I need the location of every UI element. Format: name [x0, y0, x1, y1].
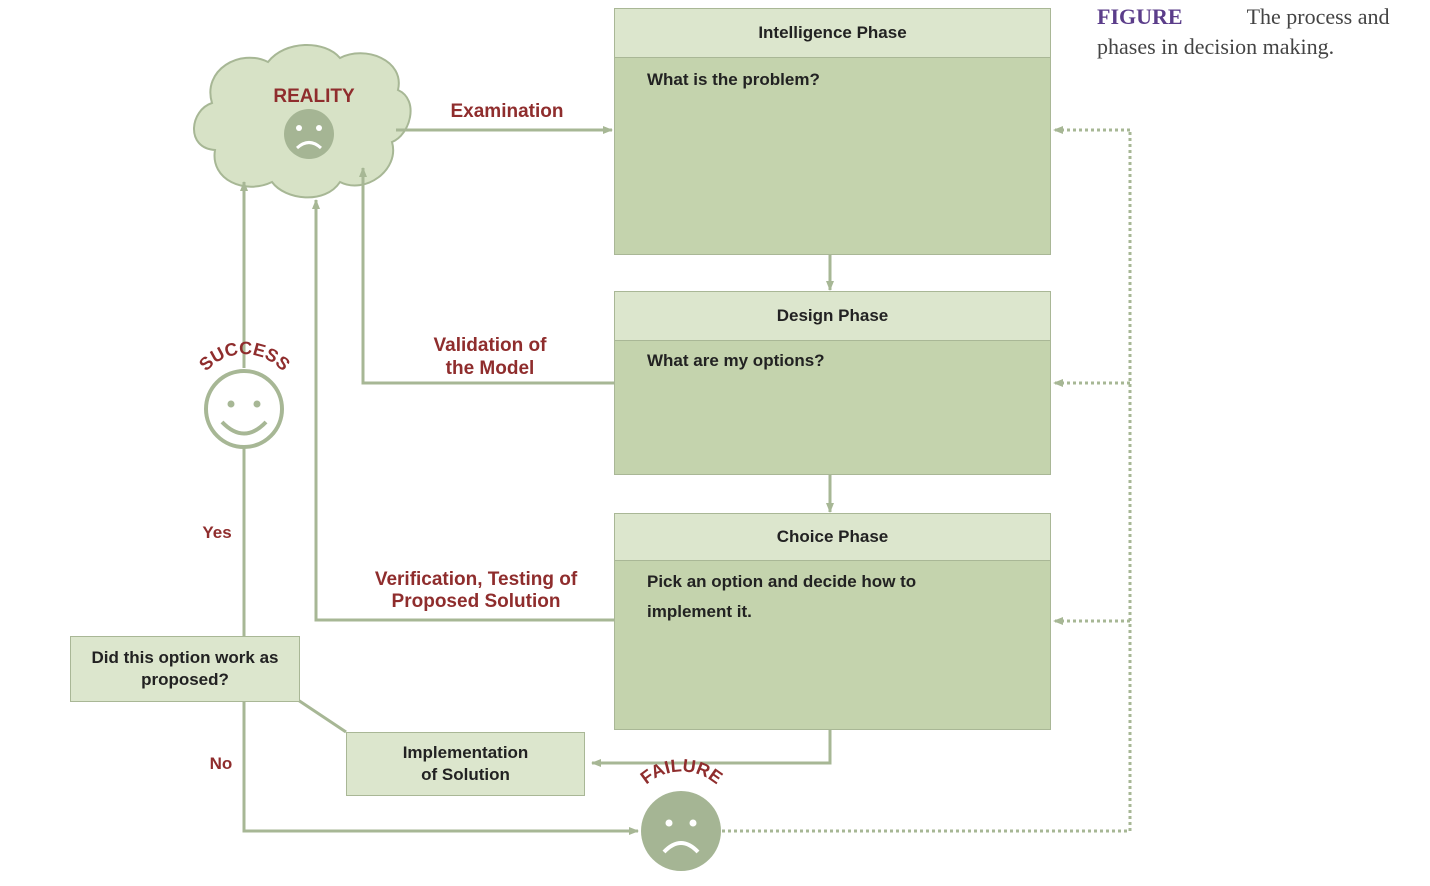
validation-arrow — [359, 167, 614, 385]
figure-label: FIGURE — [1097, 4, 1183, 29]
verification-arrow — [312, 199, 614, 622]
validation-label-line1: Validation of — [433, 335, 547, 356]
caption-text: The process and phases in decision makin… — [1097, 4, 1390, 59]
sad-face-icon — [284, 109, 334, 159]
choice-phase-question: Pick an option and decide how to impleme… — [647, 572, 917, 621]
choice-phase-title: Choice Phase — [615, 514, 1050, 561]
intelligence-phase-question: What is the problem? — [647, 70, 820, 89]
implementation-text: Implementation of Solution — [402, 743, 529, 784]
choice-phase-box: Choice Phase Pick an option and decide h… — [614, 513, 1051, 730]
smiley-face-icon — [204, 369, 284, 449]
design-phase-question: What are my options? — [647, 351, 825, 370]
intelligence-phase-box: Intelligence Phase What is the problem? — [614, 8, 1051, 255]
sad-face-icon — [641, 791, 721, 871]
implementation-box: Implementation of Solution — [346, 732, 585, 796]
failure-label: FAILURE — [637, 755, 727, 788]
verification-label: Verification, Testing of Proposed Soluti… — [345, 569, 607, 613]
verification-label-line2: Proposed Solution — [391, 591, 561, 612]
intelligence-phase-title: Intelligence Phase — [615, 9, 1050, 58]
verification-label-line1: Verification, Testing of — [374, 569, 578, 590]
design-phase-box: Design Phase What are my options? — [614, 291, 1051, 475]
decision-text: Did this option work as proposed? — [91, 648, 279, 689]
design-phase-title: Design Phase — [615, 292, 1050, 341]
failure-feedback-dotted-line — [722, 130, 1132, 833]
no-arrow — [242, 702, 639, 835]
decision-box: Did this option work as proposed? — [70, 636, 300, 702]
choice-to-implementation-arrow — [591, 730, 832, 767]
examination-label: Examination — [450, 101, 564, 122]
no-label: No — [209, 754, 233, 773]
implementation-to-decision-connector — [297, 698, 347, 734]
validation-label-line2: the Model — [445, 358, 535, 379]
reality-label: REALITY — [273, 86, 355, 107]
yes-label: Yes — [202, 523, 232, 542]
validation-label: Validation of the Model — [405, 334, 575, 380]
